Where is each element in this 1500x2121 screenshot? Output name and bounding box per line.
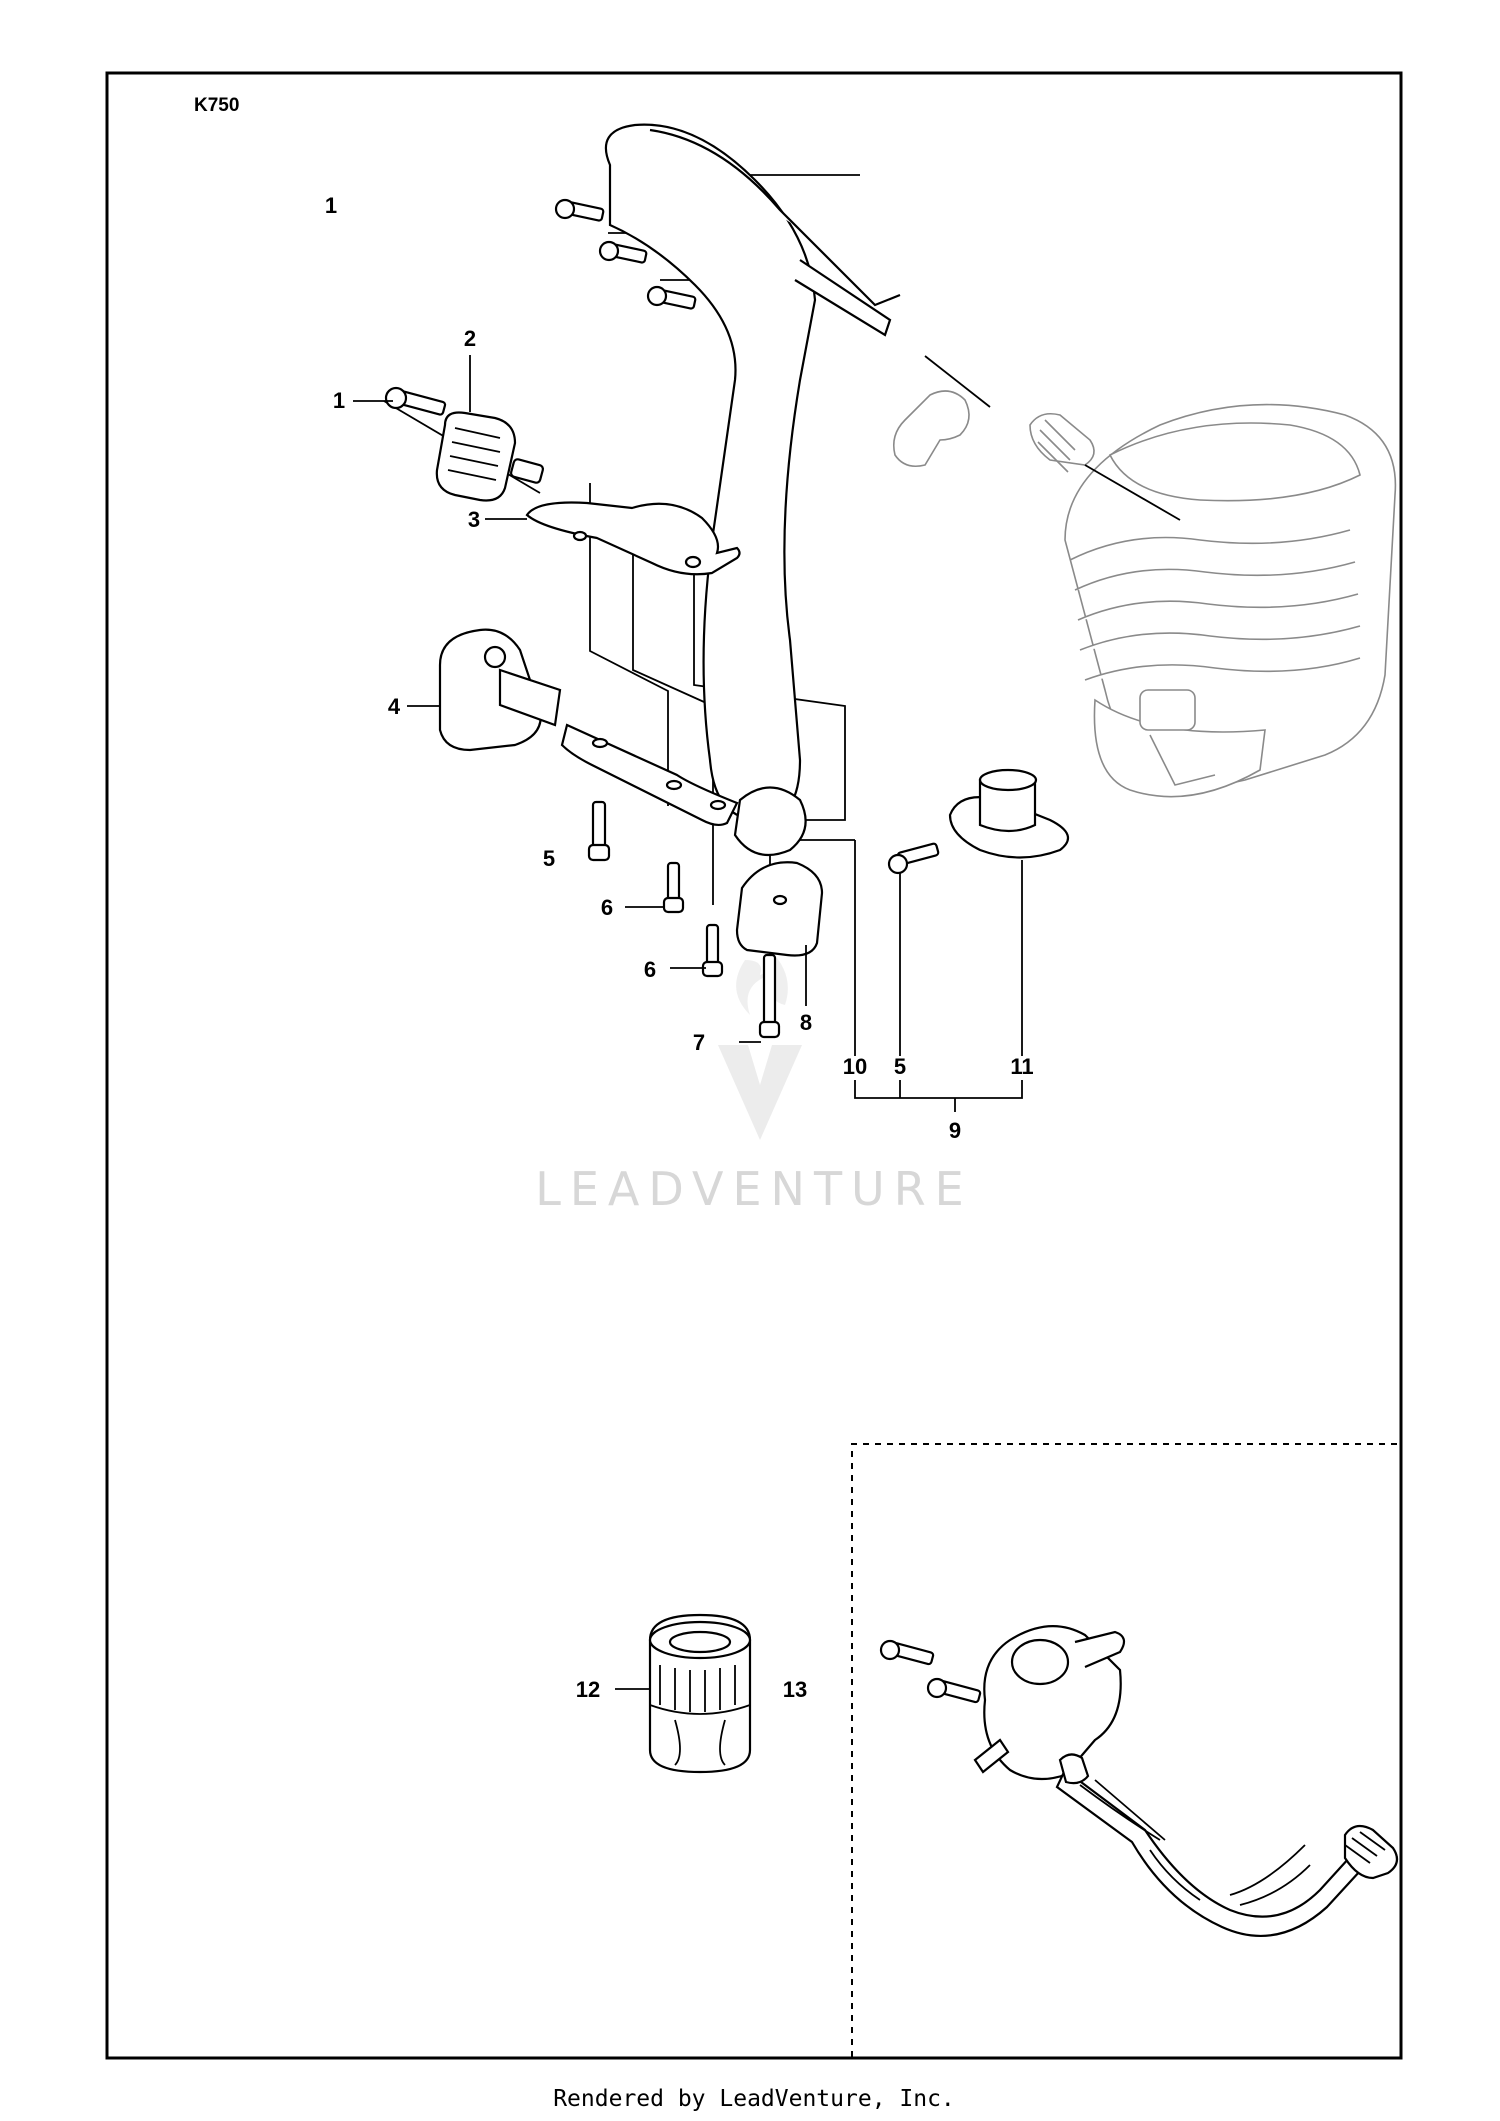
callout-1-top: 1 [325, 193, 337, 218]
callout-13: 13 [783, 1677, 807, 1702]
screw-6-lower [701, 923, 724, 978]
bar-guide-11 [948, 768, 1070, 859]
rubber-buffer-right [735, 861, 824, 957]
handle-bracket [525, 501, 741, 576]
diagram-frame [105, 71, 1403, 2060]
screw-5-right [887, 842, 940, 875]
anti-vibration-spring [435, 411, 545, 502]
footer-credit: Rendered by LeadVenture, Inc. [553, 2086, 955, 2112]
callout-leaders [353, 355, 1023, 1690]
callout-6-lower: 6 [644, 957, 656, 982]
ghost-spring-and-bracket [892, 390, 1095, 473]
callout-5-right: 5 [894, 1054, 906, 1079]
spring-screw [384, 386, 447, 416]
front-handle-bar [604, 123, 901, 857]
model-label: K750 [194, 95, 239, 116]
callout-11: 11 [1010, 1054, 1033, 1079]
engine-cylinder-reference [1064, 403, 1397, 798]
callout-3: 3 [468, 507, 480, 532]
lower-bracket-plate [560, 723, 739, 827]
rubber-buffer-left [438, 628, 562, 752]
callout-2: 2 [464, 326, 476, 351]
hose-coupling-12 [648, 1613, 752, 1774]
callout-5-left: 5 [543, 846, 555, 871]
callout-8: 8 [800, 1010, 812, 1035]
callout-7: 7 [693, 1030, 705, 1055]
water-kit-13 [879, 1625, 1399, 1938]
callout-4: 4 [388, 694, 401, 719]
screw-6-upper [662, 861, 685, 914]
callout-10: 10 [843, 1054, 867, 1079]
watermark-text: LEADVENTURE [535, 1162, 973, 1216]
screw-5-left [587, 800, 611, 862]
kit-13-dashed-box [851, 1443, 1400, 2057]
long-screw-7 [758, 953, 781, 1039]
callout-9: 9 [949, 1118, 961, 1143]
top-screws [554, 198, 697, 310]
callout-1: 1 [333, 388, 345, 413]
callout-6-upper: 6 [601, 895, 613, 920]
callout-12: 12 [576, 1677, 600, 1702]
watermark-logo [718, 950, 802, 1140]
